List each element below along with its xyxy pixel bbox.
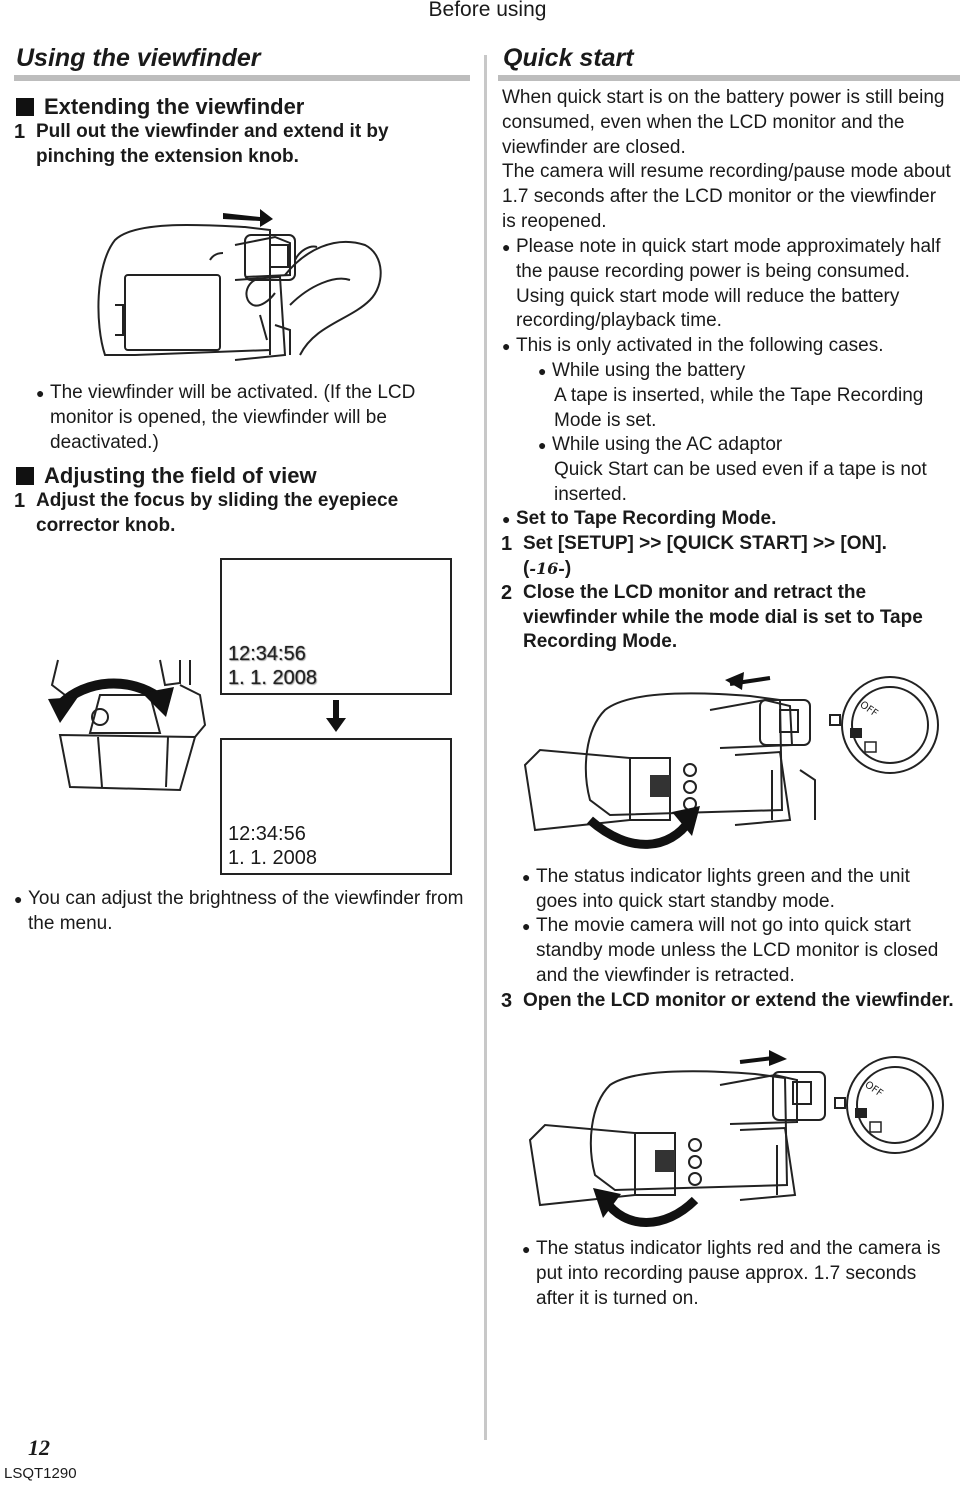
viewfinder-extend-illustration [97,209,382,361]
quick-start-intro-1: When quick start is on the battery power… [502,87,945,158]
battery-case-title: While using the battery [552,360,746,381]
extend-heading-text: Extending the viewfinder [44,94,305,119]
clear-time: 12:34:56 [228,823,306,845]
section-header: Before using [428,0,547,21]
bullet-icon: ● [14,891,23,907]
power-note: ● Please note in quick start mode approx… [502,235,952,334]
clear-date: 1. 1. 2008 [228,847,317,869]
down-arrow-icon [326,700,346,732]
dial-off-label: OFF [858,699,880,719]
bullet-icon: ● [502,511,511,527]
blurred-date: 1. 1. 2008 [228,667,317,689]
activation-note: ● This is only activated in the followin… [502,334,952,359]
brightness-note-text: You can adjust the brightness of the vie… [28,888,464,934]
square-bullet-icon [16,467,34,485]
step-3-text: Open the LCD monitor or extend the viewf… [523,990,954,1011]
red-indicator-note: ● The status indicator lights red and th… [522,1237,956,1311]
left-title-rule [14,75,470,81]
extend-note-text: The viewfinder will be activated. (If th… [50,382,416,453]
quick-start-step-3: 3 Open the LCD monitor or extend the vie… [501,989,956,1014]
viewfinder-screen-blurred: 12:34:56 1. 1. 2008 [220,558,452,695]
page-reference: -16- [529,558,565,578]
extend-step: 1 Pull out the viewfinder and extend it … [14,120,454,169]
bullet-icon: ● [538,437,547,453]
green-indicator-note: ● The status indicator lights green and … [522,865,956,915]
right-section-title: Quick start [503,44,634,72]
tape-mode-note: ● Set to Tape Recording Mode. [502,507,952,532]
extend-heading: Extending the viewfinder [16,94,304,120]
extend-step-text: Pull out the viewfinder and extend it by… [36,121,389,167]
viewfinder-screen-clear: 12:34:56 1. 1. 2008 [220,738,452,875]
bullet-icon: ● [522,918,531,934]
step-number: 2 [501,582,513,604]
adjust-step: 1 Adjust the focus by sliding the eyepie… [14,489,454,538]
green-indicator-text: The status indicator lights green and th… [536,866,910,912]
ac-adaptor-case-text: Quick Start can be used even if a tape i… [554,459,927,505]
tape-mode-note-text: Set to Tape Recording Mode. [516,508,777,529]
activation-note-text: This is only activated in the following … [516,335,884,356]
quick-start-step-2: 2 Close the LCD monitor and retract the … [501,581,956,655]
page-ref-open: ( [523,557,530,579]
eyepiece-corrector-illustration [48,659,207,792]
brightness-note: ● You can adjust the brightness of the v… [14,887,469,937]
power-note-text: Please note in quick start mode approxim… [516,236,941,332]
adjust-heading: Adjusting the field of view [16,463,317,489]
bullet-icon: ● [522,869,531,885]
camera-open-illustration: OFF [528,1050,944,1227]
step-1-text: Set [SETUP] >> [QUICK START] >> [ON]. [523,533,887,554]
dial-off-label: OFF [863,1079,885,1099]
adjust-step-text: Adjust the focus by sliding the eyepiece… [36,490,399,536]
step-number: 1 [501,533,513,555]
red-indicator-text: The status indicator lights red and the … [536,1238,941,1309]
extend-note: ● The viewfinder will be activated. (If … [36,381,456,455]
ac-adaptor-case: ● While using the AC adaptor [538,433,958,458]
step-number: 1 [14,490,26,512]
bullet-icon: ● [36,385,45,401]
adjust-heading-text: Adjusting the field of view [44,463,317,488]
page-ref-close: ) [564,557,572,579]
standby-condition-text: The movie camera will not go into quick … [536,915,939,986]
column-divider [484,55,487,1440]
right-title-rule [498,75,960,81]
camera-close-illustration: OFF [523,672,939,849]
bullet-icon: ● [502,239,511,255]
battery-case: ● While using the battery [538,359,958,384]
step-number: 1 [14,121,26,143]
bullet-icon: ● [538,363,547,379]
battery-case-text: A tape is inserted, while the Tape Recor… [554,385,924,431]
blurred-time: 12:34:56 [228,643,306,665]
quick-start-step-1: 1 Set [SETUP] >> [QUICK START] >> [ON]. … [501,532,956,581]
document-code: LSQT1290 [4,1465,77,1482]
square-bullet-icon [16,98,34,116]
quick-start-intro-2: The camera will resume recording/pause m… [502,161,951,232]
bullet-icon: ● [522,1241,531,1257]
step-number: 3 [501,990,513,1012]
left-section-title: Using the viewfinder [16,44,261,72]
ac-adaptor-case-title: While using the AC adaptor [552,434,783,455]
page-number: 12 [28,1435,50,1460]
standby-condition-note: ● The movie camera will not go into quic… [522,914,956,988]
step-2-text: Close the LCD monitor and retract the vi… [523,582,923,653]
bullet-icon: ● [502,338,511,354]
